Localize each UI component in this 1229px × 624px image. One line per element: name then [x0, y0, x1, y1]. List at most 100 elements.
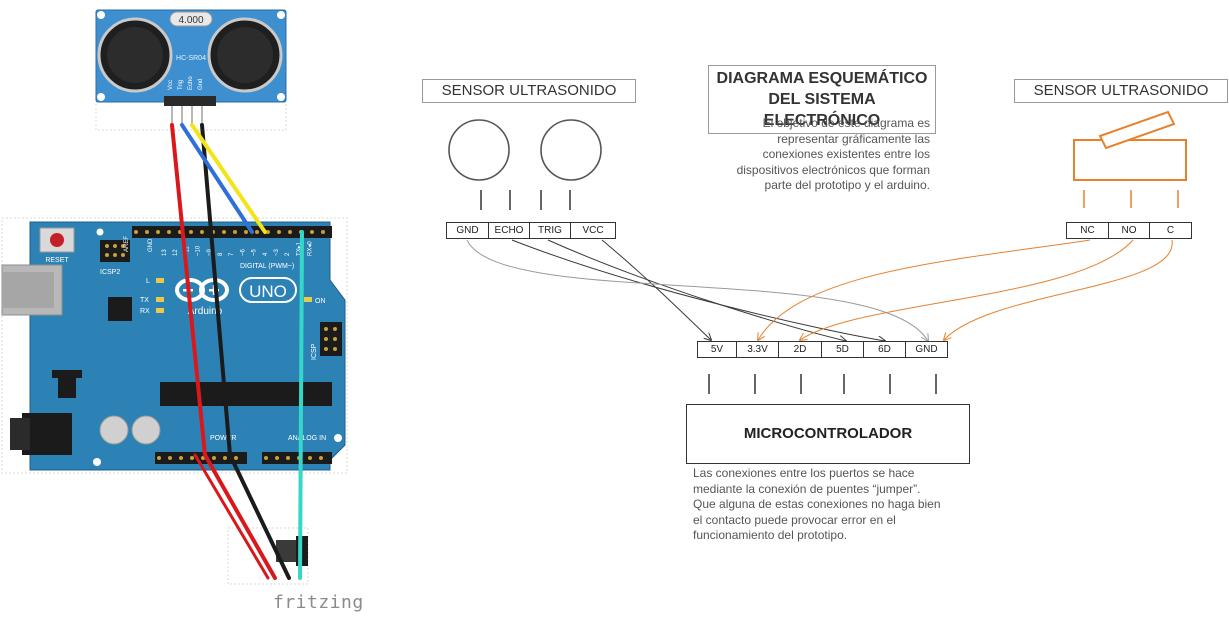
- description-line: conexiones existentes entre los: [762, 147, 930, 161]
- pin-label-vcc: Vcc: [168, 80, 174, 90]
- hc-sr04-sensor[interactable]: 4.000 HC-SR04 Vcc Trig Echo Gnd: [95, 9, 287, 106]
- pin-2d[interactable]: 2D: [779, 342, 822, 357]
- fritzing-logo: fritzing: [273, 592, 364, 613]
- diagram-title-line-2: DEL SISTEMA ELECTRÓNICO: [763, 91, 881, 129]
- pin-trig[interactable]: TRIG: [530, 223, 571, 238]
- header-pin: [189, 230, 193, 234]
- pin-3-3v[interactable]: 3.3V: [737, 342, 779, 357]
- header-pin: [200, 230, 204, 234]
- bottom-header-pins: [157, 456, 323, 460]
- wire-cyan[interactable]: [298, 230, 304, 580]
- header-pin: [222, 230, 226, 234]
- led-rx: [156, 308, 164, 313]
- wire-black[interactable]: [200, 123, 291, 580]
- power-jack: [22, 413, 72, 455]
- connection-echo-6d: [511, 239, 885, 341]
- description-line: El objetivo de este diagrama es: [762, 116, 930, 130]
- pin-5v[interactable]: 5V: [698, 342, 737, 357]
- wire-yellow[interactable]: [190, 123, 267, 234]
- description-line: representar gráficamente las: [777, 131, 930, 146]
- header-pin: [190, 456, 194, 460]
- digital-pin-label: 4: [263, 252, 269, 256]
- header-pin: [168, 456, 172, 460]
- sensor-legs: [171, 106, 203, 125]
- pin-c[interactable]: C: [1166, 225, 1175, 236]
- crystal-label: 4.000: [178, 15, 203, 26]
- pin-echo[interactable]: ECHO: [489, 223, 530, 238]
- board-footprint-outline: [1, 217, 348, 474]
- schematic-transducer-right: [540, 119, 602, 181]
- icsp2-label: ICSP2: [100, 269, 120, 276]
- capacitor-2: [131, 415, 161, 445]
- digital-pin-label: 8: [218, 252, 224, 256]
- connection-c-gnd: [944, 239, 1173, 340]
- header-pin: [255, 230, 259, 234]
- mc-pins: 5V 3.3V 2D 5D 6D GND: [697, 341, 948, 358]
- pin-5d[interactable]: 5D: [822, 342, 864, 357]
- diagram-title-line-1: DIAGRAMA ESQUEMÁTICO: [716, 70, 928, 87]
- description-line: dispositivos electrónicos que forman: [736, 162, 930, 177]
- wire-blue[interactable]: [180, 123, 254, 234]
- header-pin: [156, 230, 160, 234]
- pin-6d[interactable]: 6D: [864, 342, 906, 357]
- header-pin: [167, 230, 171, 234]
- atmega-chip: [160, 382, 332, 406]
- power-label: POWER: [210, 435, 236, 442]
- digital-pin-label: 7: [229, 252, 235, 256]
- led-l-label: L: [146, 278, 150, 285]
- digital-pin-label: 2: [285, 252, 291, 256]
- wire-red[interactable]: [170, 123, 277, 580]
- header-pin: [319, 456, 323, 460]
- description-line: parte del prototipo y el arduino.: [764, 178, 930, 192]
- sensor-left-pins: GND ECHO TRIG VCC: [446, 222, 616, 239]
- digital-pin-label: ~10: [196, 245, 202, 256]
- led-l: [156, 278, 164, 283]
- sensor-left-pin-stubs: [480, 190, 571, 210]
- digital-pin-label: RX◂0: [308, 241, 314, 256]
- digital-pin-label: ~3: [274, 248, 280, 256]
- usb-chip: [108, 297, 132, 321]
- digital-pin-label: 12: [173, 249, 179, 256]
- reset-label: RESET: [45, 257, 69, 264]
- header-pin: [234, 456, 238, 460]
- capacitor-1: [99, 415, 129, 445]
- voltage-regulator: [58, 376, 76, 398]
- footer-note: Las conexiones entre los puertos se hace…: [693, 466, 983, 544]
- diagram-title: DIAGRAMA ESQUEMÁTICO DEL SISTEMA ELECTRÓ…: [708, 65, 936, 134]
- led-on: [304, 297, 312, 302]
- pin-gnd[interactable]: GND: [447, 223, 489, 238]
- pin-nc[interactable]: NC: [1067, 223, 1109, 238]
- connection-nc-33v: [758, 239, 1091, 340]
- footer-line: Las conexiones entre los puertos se hace: [693, 466, 915, 480]
- led-rx-label: RX: [140, 308, 150, 315]
- pin-label-trig: Trig: [178, 80, 184, 90]
- crystal: [169, 11, 213, 27]
- header-pin: [275, 456, 279, 460]
- led-on-label: ON: [315, 298, 326, 305]
- connection-no-2d: [800, 239, 1134, 340]
- connection-gnd-gnd: [466, 239, 928, 341]
- header-pin: [310, 230, 314, 234]
- header-pin: [223, 456, 227, 460]
- microcontroller-box[interactable]: MICROCONTROLADOR: [686, 404, 970, 464]
- wire-red-2[interactable]: [193, 453, 270, 580]
- header-pin: [321, 230, 325, 234]
- digital-pin-label: ~5: [252, 248, 258, 256]
- pin-gnd-mc[interactable]: GND: [915, 344, 938, 355]
- footer-line: el contacto puede provocar error en el: [693, 512, 896, 527]
- pin-vcc[interactable]: VCC: [582, 225, 604, 236]
- sensor-left-title: SENSOR ULTRASONIDO: [422, 79, 636, 103]
- aref-label: AREF: [124, 236, 130, 252]
- header-pin: [288, 230, 292, 234]
- footer-line: Que alguna de estas conexiones no haga b…: [693, 497, 941, 511]
- connection-vcc-5v: [601, 239, 711, 340]
- pin-no[interactable]: NO: [1109, 223, 1150, 238]
- reset-button-cap[interactable]: [50, 233, 64, 247]
- sensor-right-title: SENSOR ULTRASONIDO: [1014, 79, 1228, 103]
- gnd-top-label: GND: [148, 238, 154, 252]
- digital-pin-label: 13: [162, 249, 168, 256]
